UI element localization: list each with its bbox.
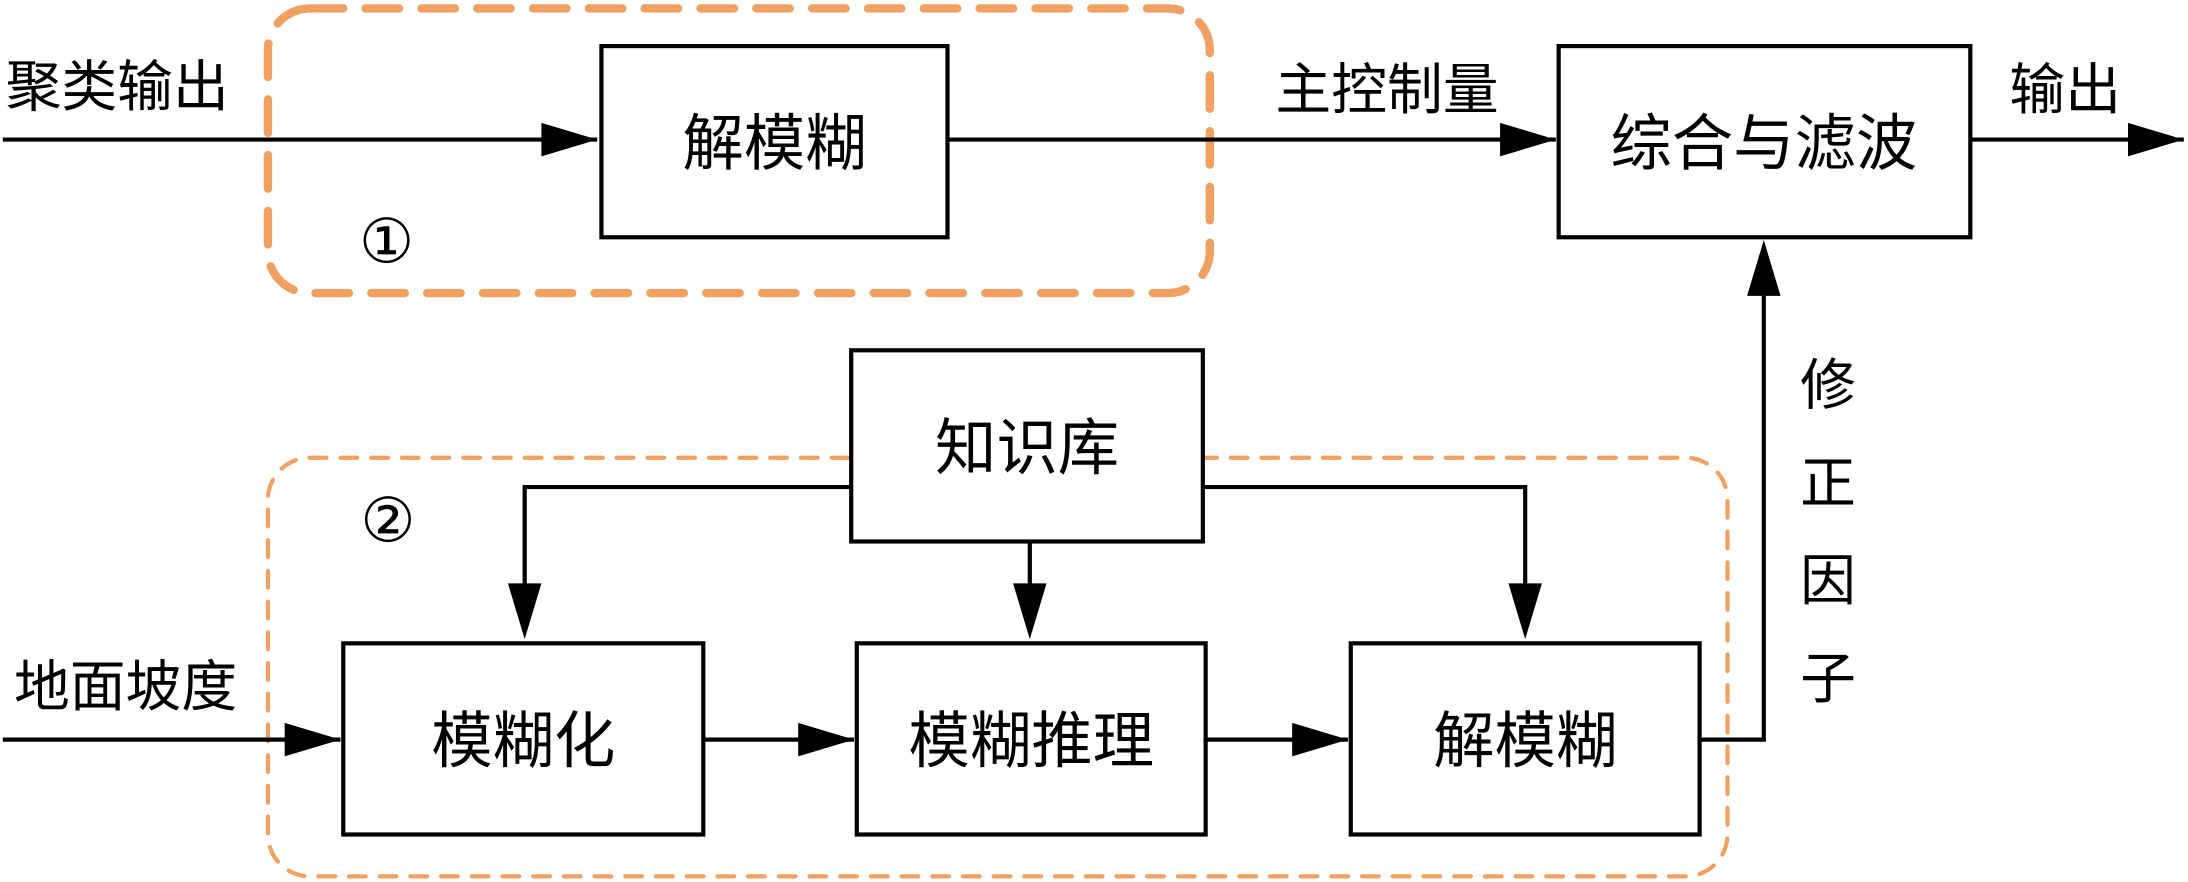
- block-defuzzify-2-label: 解模糊: [1433, 706, 1617, 777]
- label-correction-factor-char: 正: [1800, 451, 1856, 516]
- block-synthesis-filter-label: 综合与滤波: [1610, 109, 1917, 180]
- label-correction-factor-char: 因: [1800, 549, 1856, 614]
- arrowhead: [798, 722, 854, 757]
- block-defuzzify-1-label: 解模糊: [682, 109, 866, 180]
- arrowhead: [1500, 122, 1556, 157]
- label-main-control: 主控制量: [1275, 58, 1498, 123]
- group-1-label: ①: [359, 206, 414, 277]
- label-correction-factor: 修 正 因 子: [1800, 354, 1856, 712]
- arrowhead: [2127, 122, 2184, 157]
- arrow-kb-to-fuzzify: [522, 484, 852, 587]
- block-fuzzy-inference-label: 模糊推理: [908, 706, 1154, 777]
- group-2-label: ②: [360, 485, 415, 556]
- arrowhead: [1013, 583, 1047, 640]
- block-synthesis-filter: [1556, 44, 1973, 240]
- arrowhead: [1292, 722, 1348, 757]
- block-fuzzify: [341, 641, 706, 837]
- arrow-correction-factor: [1699, 295, 1766, 742]
- label-correction-factor-char: 修: [1800, 354, 1856, 419]
- block-knowledge-base-label: 知识库: [935, 413, 1119, 484]
- label-cluster-output: 聚类输出: [6, 55, 229, 120]
- arrowhead: [1747, 240, 1781, 296]
- label-correction-factor-char: 子: [1800, 647, 1856, 712]
- arrow-kb-to-defuzzify-2: [1202, 484, 1528, 587]
- block-fuzzify-label: 模糊化: [431, 706, 615, 777]
- group-1-boundary: [263, 4, 1215, 298]
- arrowhead: [507, 583, 542, 640]
- label-output: 输出: [2009, 58, 2121, 123]
- block-knowledge-base: [849, 348, 1205, 544]
- arrowhead: [541, 122, 598, 157]
- block-defuzzify-1: [599, 44, 950, 240]
- block-defuzzify-2: [1348, 641, 1702, 837]
- arrowhead: [284, 722, 341, 757]
- arrowhead: [1508, 583, 1542, 640]
- label-ground-slope: 地面坡度: [14, 655, 237, 720]
